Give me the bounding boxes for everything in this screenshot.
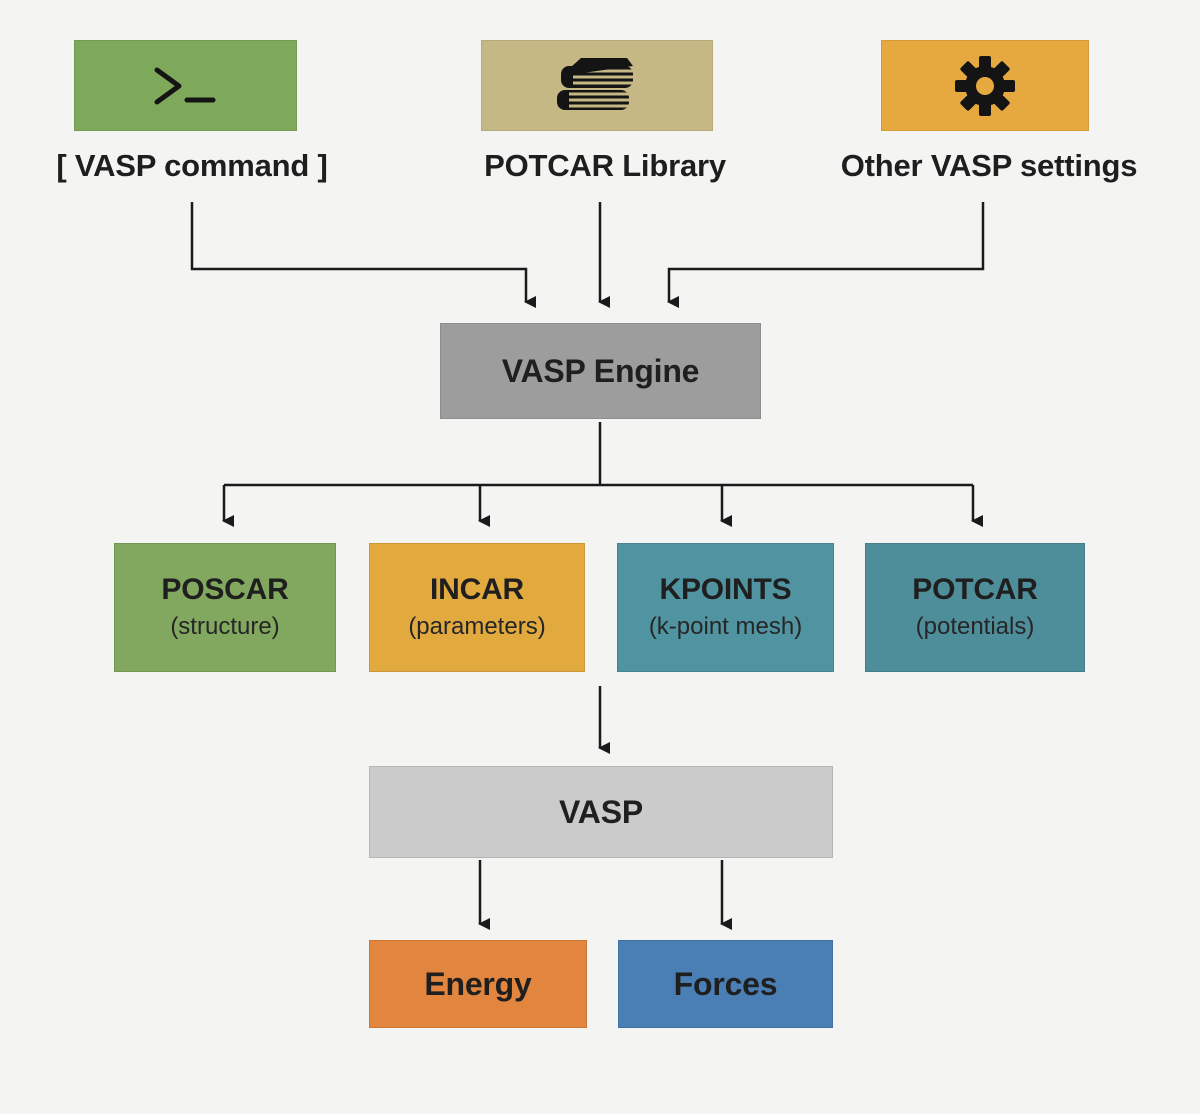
terminal-prompt-icon: [154, 67, 215, 104]
incar-subtitle: (parameters): [408, 613, 546, 641]
vasp-command-caption: [ VASP command ]: [56, 148, 328, 183]
poscar-box: POSCAR (structure): [114, 543, 336, 672]
vasp-engine-title: VASP Engine: [501, 352, 700, 389]
vasp-command-tile: [74, 40, 297, 131]
vasp-engine-box: VASP Engine: [440, 323, 761, 419]
kpoints-subtitle: (k-point mesh): [648, 613, 803, 641]
connector-settings-to-engine: [667, 202, 985, 308]
kpoints-box: KPOINTS (k-point mesh): [617, 543, 834, 672]
kpoints-title: KPOINTS: [659, 572, 792, 606]
energy-title: Energy: [424, 965, 532, 1002]
potcar-box: POTCAR (potentials): [865, 543, 1085, 672]
other-settings-tile: [881, 40, 1089, 131]
forces-box: Forces: [618, 940, 833, 1028]
potcar-title: POTCAR: [912, 572, 1038, 606]
poscar-title: POSCAR: [161, 572, 289, 606]
other-settings-caption: Other VASP settings: [840, 148, 1138, 183]
incar-box: INCAR (parameters): [369, 543, 585, 672]
connector-command-to-engine: [190, 202, 536, 308]
energy-box: Energy: [369, 940, 587, 1028]
vasp-box: VASP: [369, 766, 833, 858]
potcar-subtitle: (potentials): [915, 613, 1035, 641]
vasp-title: VASP: [559, 793, 643, 830]
forces-title: Forces: [673, 965, 778, 1002]
books-icon: [557, 57, 637, 110]
incar-title: INCAR: [430, 572, 524, 606]
gear-icon: [955, 55, 1015, 116]
potcar-library-tile: [481, 40, 713, 131]
poscar-subtitle: (structure): [170, 613, 280, 641]
potcar-library-caption: POTCAR Library: [484, 148, 726, 183]
